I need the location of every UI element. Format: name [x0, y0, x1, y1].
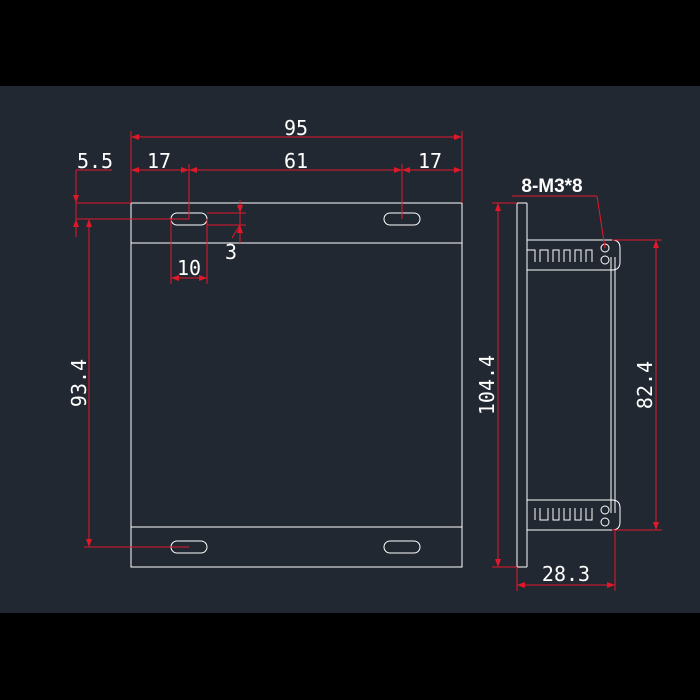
slot-bottom-right: [383, 540, 421, 554]
dim-slot-width: 3: [225, 240, 237, 264]
dim-inner-height: 82.4: [633, 361, 657, 409]
dim-hole-vertical-spacing: 93.4: [67, 359, 91, 407]
front-view: [73, 131, 463, 568]
dim-overall-width: 95: [284, 116, 308, 140]
plate-outline: [130, 202, 463, 568]
screw-callout: 8-M3*8: [521, 176, 582, 197]
dim-edge-offset: 5.5: [77, 149, 113, 173]
dim-right-spacing: 17: [418, 149, 442, 173]
front-arrowheads: [73, 134, 462, 547]
dim-overall-height: 104.4: [475, 355, 499, 415]
drawing-canvas: [0, 86, 700, 613]
dim-slot-length: 10: [177, 256, 201, 280]
dim-hole-spacing: 61: [284, 149, 308, 173]
dim-depth: 28.3: [542, 562, 590, 586]
dim-left-spacing: 17: [147, 149, 171, 173]
side-arrowheads: [495, 203, 659, 588]
side-dimension-lines: [492, 195, 662, 591]
